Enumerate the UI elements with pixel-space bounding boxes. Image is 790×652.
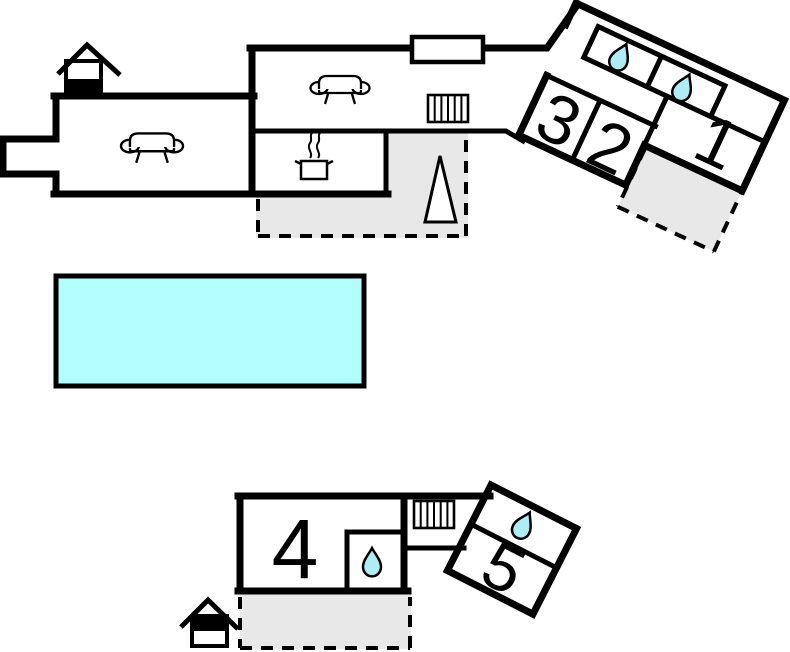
walls-wing xyxy=(514,0,790,196)
room4-area xyxy=(234,492,408,594)
pot-steam-icon xyxy=(294,132,334,181)
walls-south-house xyxy=(234,492,494,595)
house-icon xyxy=(56,41,122,99)
terrace-wing xyxy=(617,146,743,252)
radiator-icon xyxy=(426,93,470,124)
radiator-icon xyxy=(412,499,456,530)
swimming-pool xyxy=(53,273,367,389)
room5-divider-wall xyxy=(467,520,560,572)
room5-outer-walls xyxy=(442,480,582,619)
window-icon xyxy=(409,34,486,65)
room5-area xyxy=(447,485,577,615)
south-house-outer-walls xyxy=(234,492,494,595)
west-house-walls xyxy=(0,44,392,198)
stairs-triangle-icon xyxy=(423,155,458,224)
house-icon xyxy=(179,596,240,648)
terrace-main-dashed-border xyxy=(256,135,468,238)
room5-block-fill xyxy=(447,485,577,615)
room4-label: 4 xyxy=(272,502,319,596)
terrace-south xyxy=(240,594,411,649)
south-house-inner-walls xyxy=(344,529,467,594)
wing-inner-walls xyxy=(543,23,769,164)
outbuilding-icons xyxy=(56,41,240,648)
living-room-main-area xyxy=(250,44,550,136)
walls-room5-block xyxy=(442,480,582,619)
terrace-south-dashed-border xyxy=(238,597,412,650)
terraces xyxy=(238,131,468,650)
furniture-icons xyxy=(119,74,470,530)
terrace-main xyxy=(256,131,468,238)
